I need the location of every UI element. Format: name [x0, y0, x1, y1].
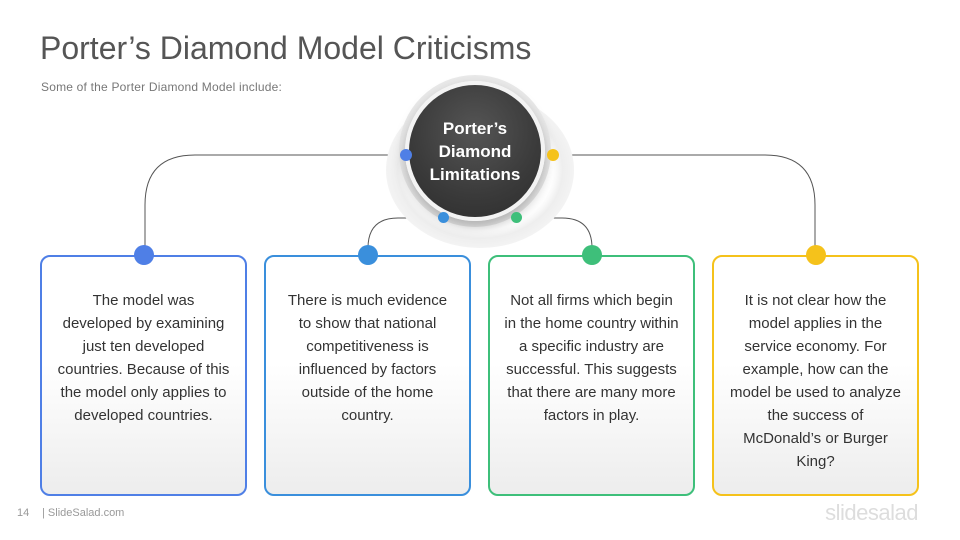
slide-subtitle: Some of the Porter Diamond Model include… [41, 80, 282, 94]
card-3: Not all firms which begin in the home co… [488, 255, 695, 496]
card-4: It is not clear how the model applies in… [712, 255, 919, 496]
card-2: There is much evidence to show that nati… [264, 255, 471, 496]
hub-dot-bottom-left [438, 212, 449, 223]
card-1: The model was developed by examining jus… [40, 255, 247, 496]
connector-left-outer [144, 154, 405, 256]
brand-logo: slidesalad [825, 500, 918, 525]
connector-right-outer [553, 154, 816, 256]
page-number: 14 [17, 507, 30, 519]
card-4-dot [806, 245, 826, 265]
card-2-dot [358, 245, 378, 265]
slide-title: Porter’s Diamond Model Criticisms [40, 30, 532, 66]
card-2-text: There is much evidence to show that nati… [287, 292, 448, 424]
hub-circle: Porter’s Diamond Limitations [405, 81, 545, 221]
hub-label: Porter’s Diamond Limitations [429, 118, 521, 184]
hub-dot-bottom-right [511, 212, 522, 223]
hub-dot-right [547, 149, 559, 161]
card-1-dot [134, 245, 154, 265]
footer-site: | SlideSalad.com [42, 507, 125, 519]
hub-dot-left [400, 149, 412, 161]
card-4-text: It is not clear how the model applies in… [730, 292, 901, 470]
card-3-text: Not all firms which begin in the home co… [504, 292, 679, 424]
card-3-dot [582, 245, 602, 265]
card-1-text: The model was developed by examining jus… [57, 292, 230, 424]
